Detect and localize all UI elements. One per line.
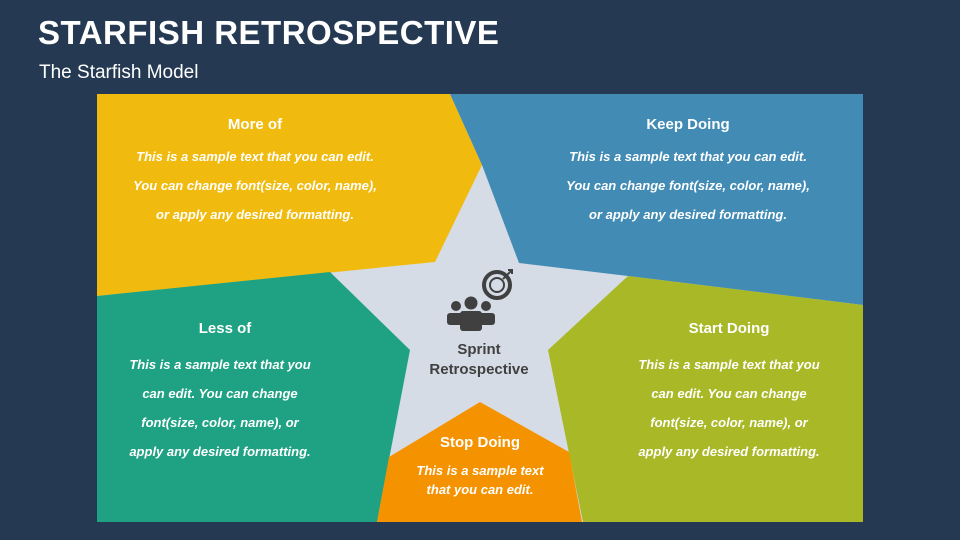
target-chart-icon	[482, 269, 513, 300]
text-line: font(size, color, name), or	[141, 415, 299, 430]
slide-subtitle: The Starfish Model	[39, 62, 199, 83]
text-line: This is a sample text that you can edit.	[569, 149, 807, 164]
section-text: This is a sample text that you can edit.…	[538, 142, 838, 229]
text-line: or apply any desired formatting.	[156, 207, 354, 222]
slide-title: STARFISH RETROSPECTIVE	[38, 14, 500, 51]
section-less-of: Less of This is a sample text that you c…	[105, 320, 345, 466]
keep-doing-shape	[450, 94, 863, 305]
text-line: This is a sample text that you can edit.	[136, 149, 374, 164]
text-line: can edit. You can change	[142, 386, 298, 401]
less-of-shape	[97, 272, 410, 522]
section-heading: More of	[227, 116, 283, 133]
more-of-shape	[97, 94, 482, 296]
section-keep-doing: Keep Doing This is a sample text that yo…	[538, 116, 838, 229]
section-text: This is a sample text that you can edit.…	[105, 142, 405, 229]
section-heading: Keep Doing	[646, 116, 730, 133]
text-line: that you can edit.	[426, 482, 534, 497]
center-line-2: Retrospective	[429, 361, 529, 378]
text-line: apply any desired formatting.	[638, 444, 820, 459]
team-people-icon	[447, 296, 495, 331]
text-line: can edit. You can change	[651, 386, 807, 401]
section-stop-doing: Stop Doing This is a sample text that yo…	[400, 434, 560, 499]
section-heading: Start Doing	[688, 320, 770, 337]
section-text: This is a sample text that you can edit.…	[95, 350, 345, 466]
text-line: You can change font(size, color, name),	[133, 178, 377, 193]
text-line: font(size, color, name), or	[650, 415, 808, 430]
center-line-1: Sprint	[457, 341, 501, 358]
section-text: This is a sample text that you can edit.…	[609, 350, 849, 466]
text-line: This is a sample text that you	[638, 357, 820, 372]
section-heading: Stop Doing	[440, 434, 520, 451]
text-line: This is a sample text	[416, 463, 544, 478]
text-line: apply any desired formatting.	[129, 444, 311, 459]
section-text: This is a sample text that you can edit.	[400, 461, 560, 499]
center-label: Sprint Retrospective	[409, 340, 549, 380]
section-heading: Less of	[198, 320, 252, 337]
text-line: or apply any desired formatting.	[589, 207, 787, 222]
text-line: You can change font(size, color, name),	[566, 178, 810, 193]
section-start-doing: Start Doing This is a sample text that y…	[609, 320, 849, 466]
text-line: This is a sample text that you	[129, 357, 311, 372]
start-doing-shape	[548, 276, 863, 522]
section-more-of: More of This is a sample text that you c…	[105, 116, 405, 229]
stop-doing-shape	[377, 402, 582, 522]
